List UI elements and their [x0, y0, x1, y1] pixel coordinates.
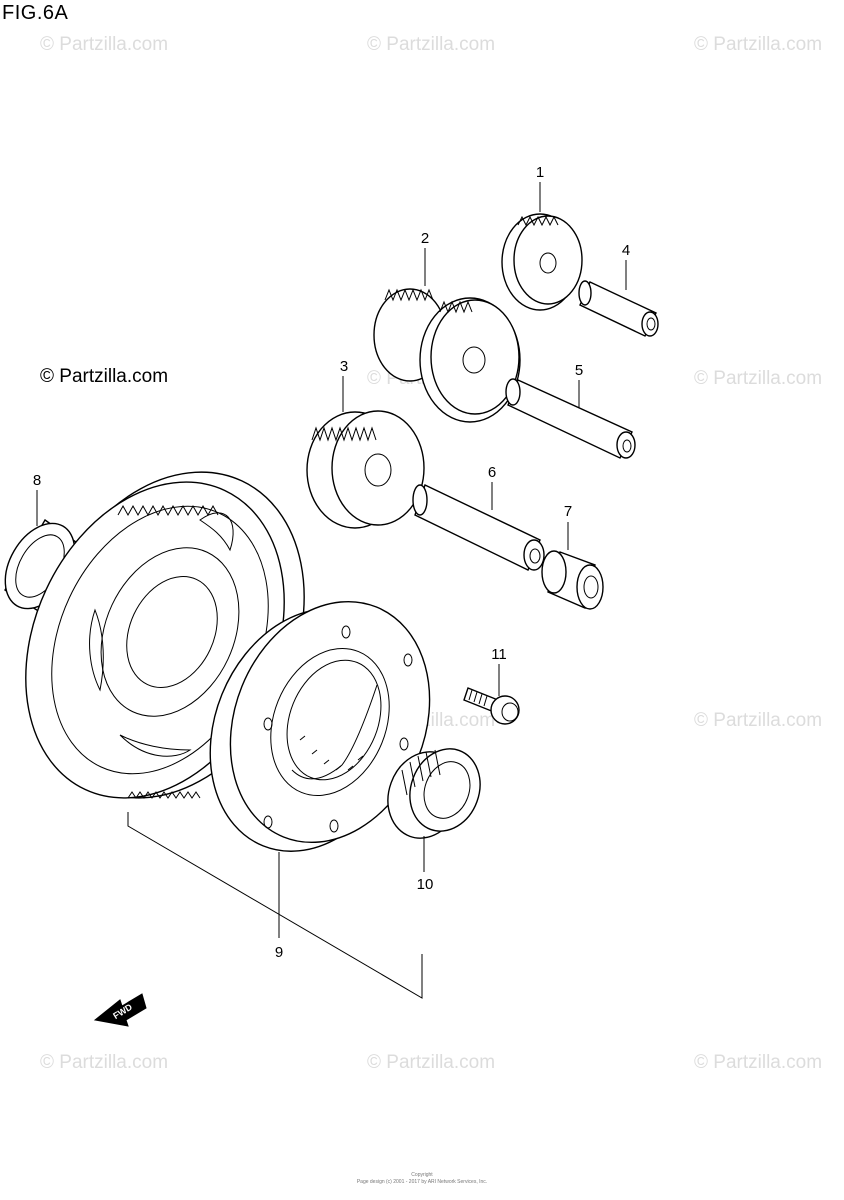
- watermark: © Partzilla.com: [694, 368, 823, 389]
- copyright-label: © Partzilla.com: [40, 366, 169, 387]
- spacer-part-7: [541, 550, 604, 610]
- callout-4: 4: [621, 242, 631, 259]
- watermark: © Partzilla.com: [694, 34, 823, 55]
- callout-6: 6: [487, 464, 497, 481]
- callout-10: 10: [416, 876, 434, 893]
- callout-1: 1: [535, 164, 545, 181]
- watermark: © Partzilla.com: [367, 34, 496, 55]
- bearing-part-10: [387, 748, 481, 839]
- watermark: © Partzilla.com: [40, 1052, 169, 1073]
- callout-9: 9: [274, 944, 284, 961]
- gear-part-1: [501, 213, 583, 311]
- watermark: © Partzilla.com: [40, 34, 169, 55]
- watermark: © Partzilla.com: [694, 710, 823, 731]
- figure-title: FIG.6A: [2, 2, 69, 24]
- bolt-part-11: [463, 687, 520, 725]
- gear-part-3: [306, 410, 425, 529]
- leader-lines: [36, 182, 627, 999]
- watermark: © Partzilla.com: [694, 1052, 823, 1073]
- callout-5: 5: [574, 362, 584, 379]
- watermark: © Partzilla.com: [367, 1052, 496, 1073]
- shaft-part-4: [578, 280, 659, 337]
- shaft-part-6: [412, 484, 545, 571]
- callout-2: 2: [420, 230, 430, 247]
- callout-11: 11: [491, 646, 507, 663]
- callout-7: 7: [563, 503, 573, 520]
- fwd-arrow-icon: FWD: [93, 993, 147, 1027]
- callout-8: 8: [32, 472, 42, 489]
- callout-3: 3: [339, 358, 349, 375]
- shaft-part-5: [505, 378, 636, 459]
- footer-copyright: Copyright: [411, 1172, 433, 1178]
- footer-page-design: Page design (c) 2001 - 2017 by ARI Netwo…: [356, 1179, 488, 1185]
- clutch-housing-part-9: [209, 600, 431, 852]
- gear-part-2: [373, 288, 521, 423]
